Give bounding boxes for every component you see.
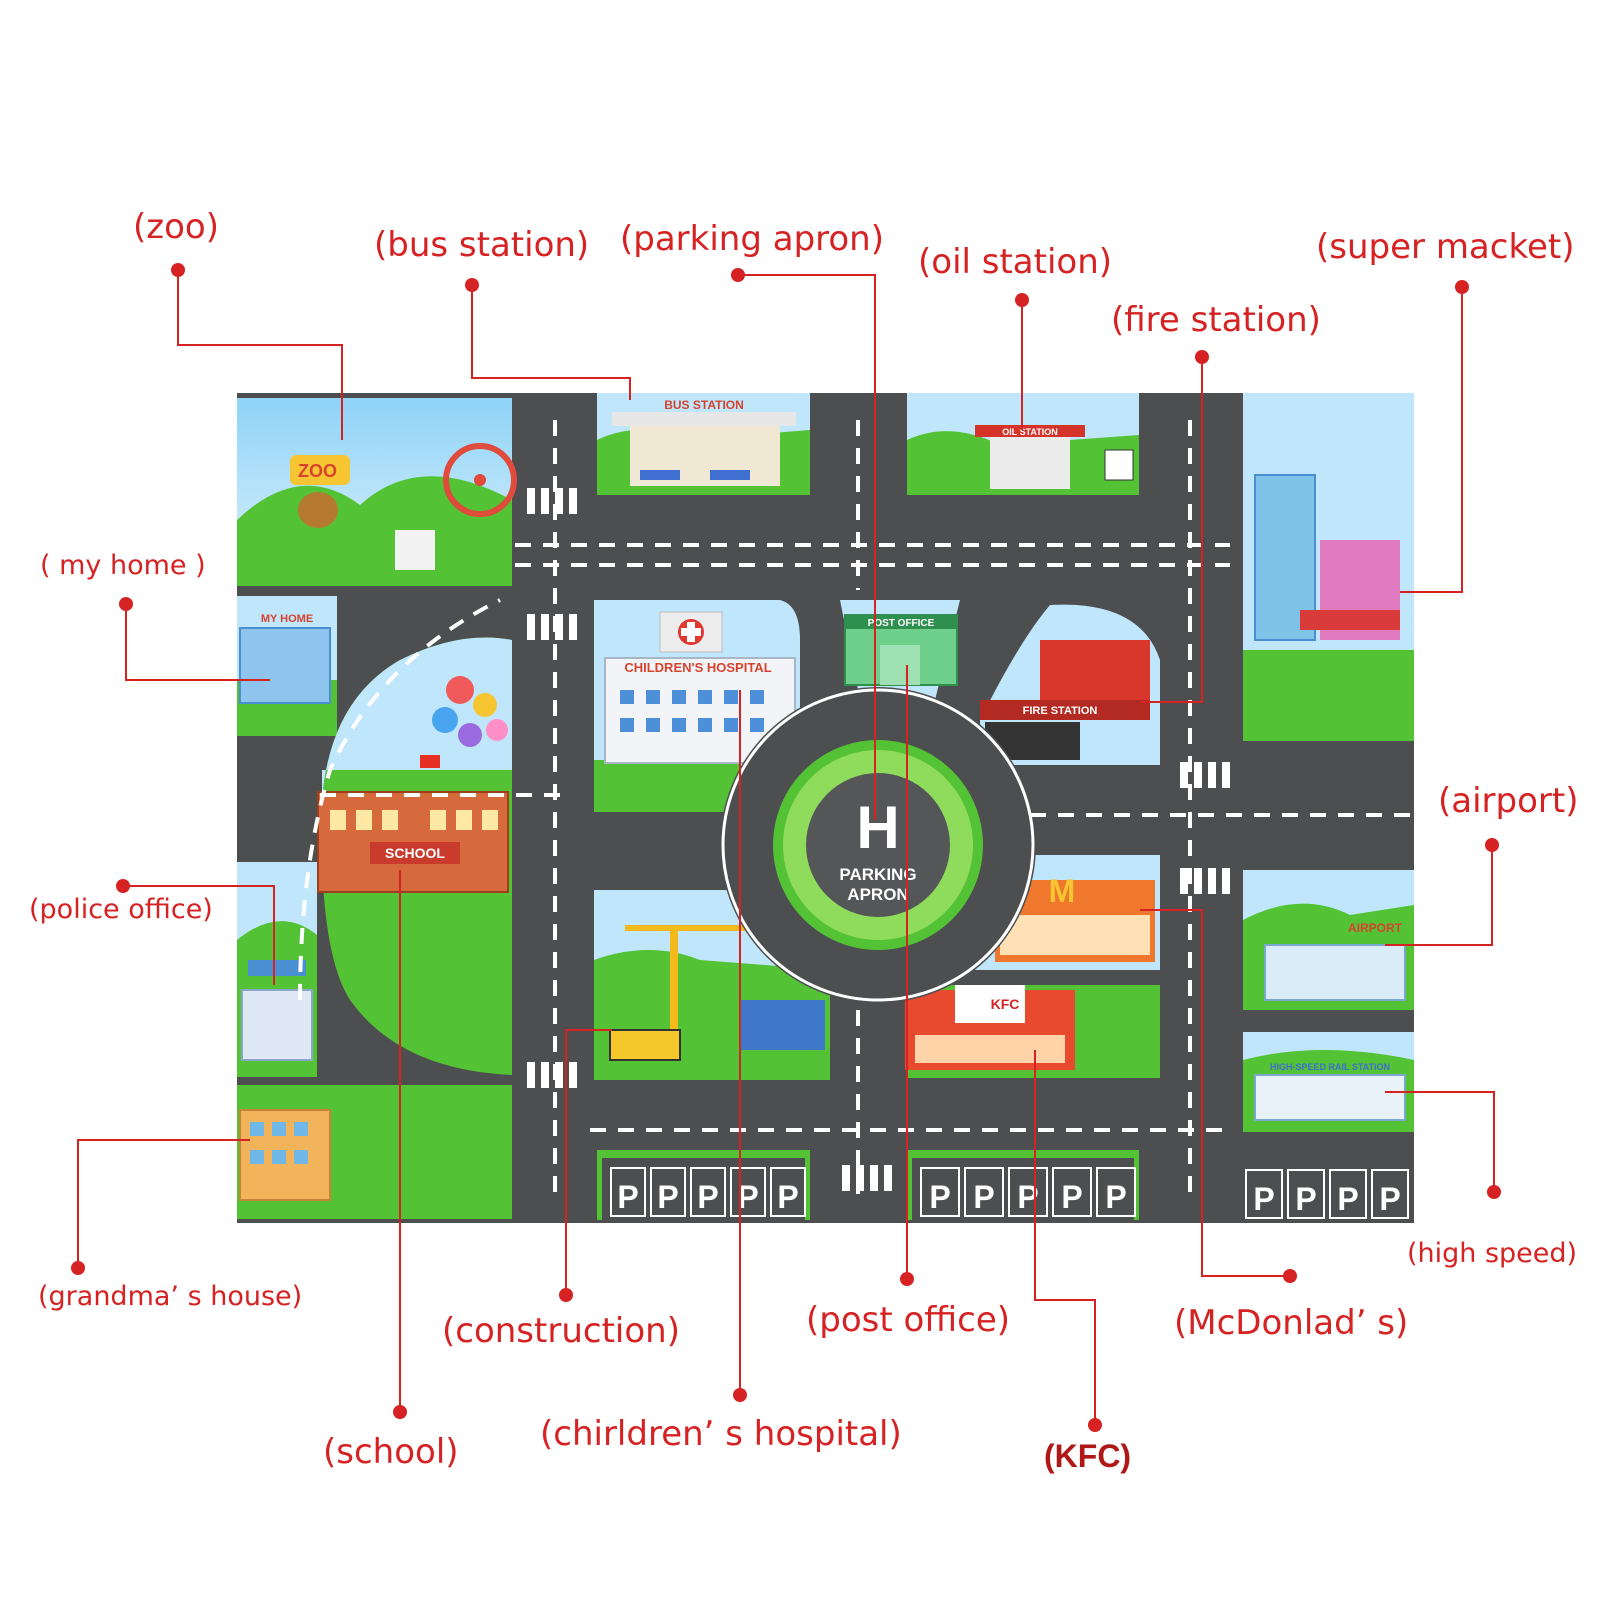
- crosswalks: [527, 488, 1230, 1191]
- label-post-office: (post office): [806, 1300, 1011, 1340]
- oil-station-sign: OIL STATION: [1002, 427, 1058, 437]
- parking-letter: P: [1061, 1179, 1082, 1215]
- label-childrens-hospital: (chirldren’ s hospital): [540, 1414, 902, 1454]
- parking-letter: P: [1379, 1181, 1400, 1217]
- parking-letter: P: [777, 1179, 798, 1215]
- parking-letter: P: [1017, 1179, 1038, 1215]
- label-fire-station: (fire station): [1111, 300, 1321, 340]
- helipad-label-line2: APRON: [847, 885, 908, 904]
- parking-bay: [1245, 1169, 1283, 1219]
- parking-bay: [1096, 1167, 1136, 1217]
- kfc-block: KFC: [905, 985, 1160, 1078]
- parking-bay: [964, 1167, 1004, 1217]
- parking-bay: [610, 1167, 646, 1217]
- parking-bay: [1052, 1167, 1092, 1217]
- rail-station-sign: HIGH-SPEED RAIL STATION: [1270, 1062, 1390, 1072]
- parking-letter: P: [657, 1179, 678, 1215]
- airport-sign: AIRPORT: [1348, 921, 1403, 935]
- supermarket-block: [1243, 393, 1414, 741]
- police-office-block: [237, 862, 317, 1077]
- childrens-hospital-sign: CHILDREN'S HOSPITAL: [624, 660, 771, 675]
- leader-dots: [71, 263, 1501, 1432]
- parking-letter: P: [1337, 1181, 1358, 1217]
- my-home-sign: MY HOME: [261, 613, 313, 625]
- parking-letter: P: [1105, 1179, 1126, 1215]
- post-office-sign: POST OFFICE: [868, 618, 935, 629]
- zoo-block: ZOO: [237, 398, 517, 586]
- parking-letter: P: [1253, 1181, 1274, 1217]
- parking-bay: [770, 1167, 806, 1217]
- label-my-home: ( my home ): [40, 550, 206, 581]
- parking-letter: P: [929, 1179, 950, 1215]
- parking-letter: P: [617, 1179, 638, 1215]
- parking-bay: [920, 1167, 960, 1217]
- label-airport: (airport): [1438, 781, 1579, 821]
- parking-bay: [1371, 1169, 1409, 1219]
- label-grandmas-house: (grandma’ s house): [38, 1281, 303, 1312]
- post-office-block: POST OFFICE: [840, 600, 960, 700]
- label-mcdonalds: (McDonlad’ s): [1174, 1303, 1409, 1343]
- label-high-speed: (high speed): [1407, 1238, 1578, 1269]
- parking-bay: [1287, 1169, 1325, 1219]
- school-island: SCHOOL: [317, 637, 512, 1075]
- rail-station-block: HIGH-SPEED RAIL STATION: [1243, 1032, 1414, 1132]
- label-oil-station: (oil station): [918, 242, 1113, 282]
- my-home-block: MY HOME: [237, 596, 337, 736]
- fire-station-sign: FIRE STATION: [1023, 705, 1098, 717]
- parking-bay: [690, 1167, 726, 1217]
- helipad-letter: H: [856, 794, 899, 861]
- label-zoo: (zoo): [133, 207, 219, 247]
- leader-lines: [77, 270, 1495, 1425]
- parking-letter: P: [697, 1179, 718, 1215]
- helipad-label-line1: PARKING: [839, 865, 916, 884]
- label-bus-station: (bus station): [374, 225, 590, 265]
- parking-letter: P: [737, 1179, 758, 1215]
- label-super-market: (super macket): [1316, 227, 1575, 267]
- parking-letter: P: [1295, 1181, 1316, 1217]
- label-construction: (construction): [442, 1311, 680, 1351]
- parking-letter: P: [973, 1179, 994, 1215]
- parking-row-right: [1240, 1162, 1414, 1220]
- parking-bay: [650, 1167, 686, 1217]
- construction-block: [594, 890, 830, 1080]
- label-school: (school): [323, 1432, 459, 1472]
- mcdonalds-logo: M: [1049, 873, 1076, 909]
- parking-bay: [1329, 1169, 1367, 1219]
- airport-block: AIRPORT: [1243, 870, 1414, 1010]
- zoo-sign: ZOO: [298, 461, 337, 481]
- roundabout: H PARKING APRON: [720, 687, 1036, 1003]
- bus-station-sign: BUS STATION: [664, 398, 744, 412]
- grandmas-house-block: [237, 1085, 512, 1219]
- bus-station-block: BUS STATION: [597, 393, 810, 495]
- kfc-sign: KFC: [991, 996, 1020, 1012]
- label-police-office: (police office): [29, 894, 213, 925]
- parking-bay: [730, 1167, 766, 1217]
- label-parking-apron: (parking apron): [620, 219, 884, 259]
- parking-bay: [1008, 1167, 1048, 1217]
- label-kfc: (KFC): [1044, 1438, 1132, 1474]
- school-sign: SCHOOL: [385, 845, 445, 861]
